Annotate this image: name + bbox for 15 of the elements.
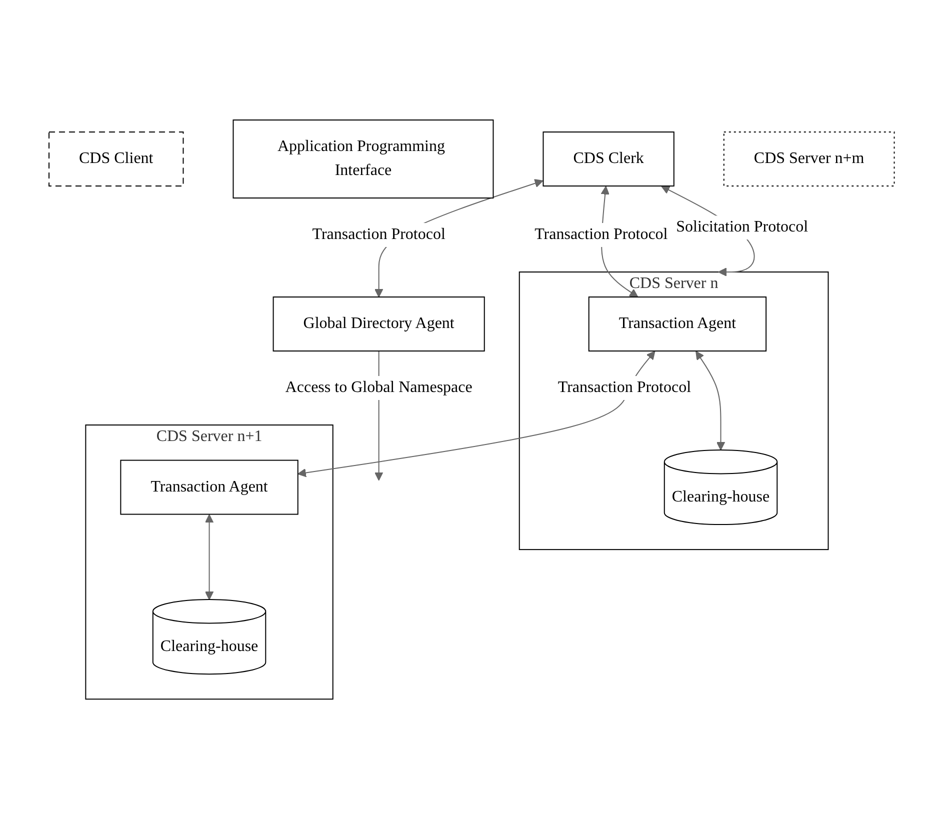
node-box: CDS Server n+m <box>724 131 896 186</box>
arrow <box>205 514 214 600</box>
node-box: Application Programming Interface <box>233 119 494 198</box>
node-box: Transaction Agent <box>120 460 299 515</box>
node-box: Global Directory Agent <box>273 296 486 352</box>
edge-label: Access to Global Namespace <box>286 378 473 396</box>
edge-label: Transaction Protocol <box>558 378 692 396</box>
edge-label: Transaction Protocol <box>312 226 446 243</box>
node-box: CDS Clerk <box>543 131 675 186</box>
arrow <box>298 350 656 478</box>
edge-label: Transaction Protocol <box>534 226 668 243</box>
node-box: Transaction Agent <box>588 296 767 352</box>
edge-label: Solicitation Protocol <box>676 218 808 236</box>
arrow <box>696 350 726 450</box>
node-box: CDS Client <box>48 131 184 186</box>
